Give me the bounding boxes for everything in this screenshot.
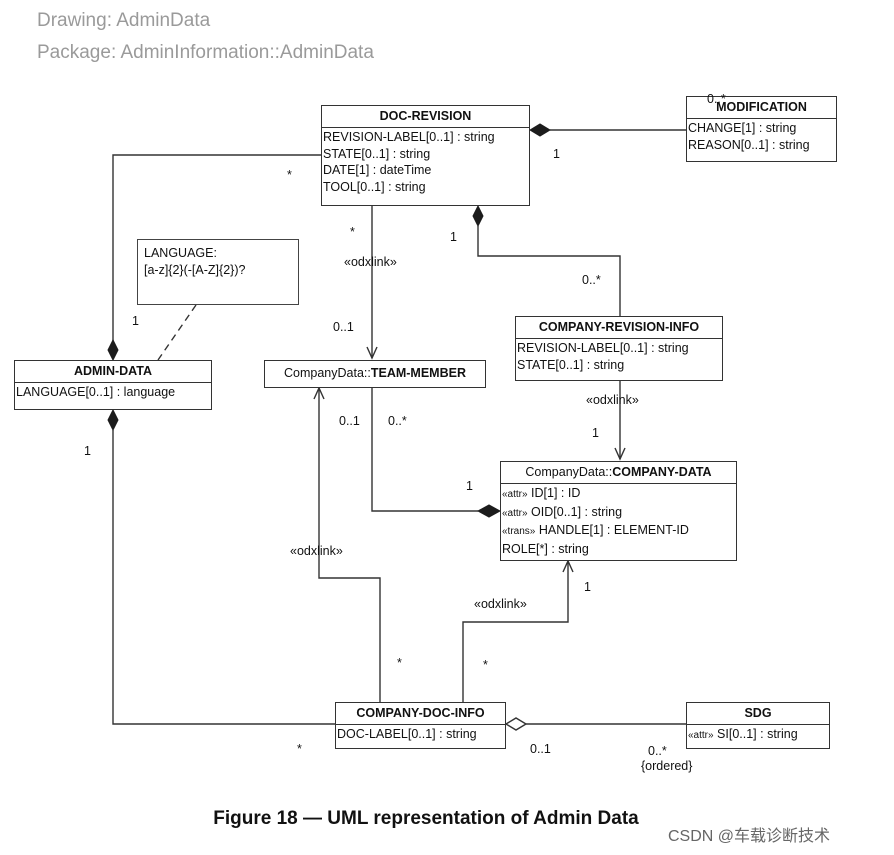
class-sdg: SDG «attr» SI[0..1] : string xyxy=(686,702,830,749)
composition-diamond xyxy=(529,123,551,137)
class-modification: MODIFICATION CHANGE[1] : string REASON[0… xyxy=(686,96,837,162)
multiplicity-label: 1 xyxy=(132,314,139,328)
multiplicity-label: * xyxy=(483,658,488,672)
class-doc-revision: DOC-REVISION REVISION-LABEL[0..1] : stri… xyxy=(321,105,530,206)
attribute: «attr» ID[1] : ID xyxy=(502,486,581,500)
composition-diamond xyxy=(472,204,484,228)
composition-diamond xyxy=(476,504,502,518)
attribute: «attr» SI[0..1] : string xyxy=(688,727,798,741)
class-name: CompanyData::COMPANY-DATA xyxy=(501,462,736,484)
stereotype-label: «odxlink» xyxy=(344,255,397,269)
watermark: CSDN @车载诊断技术 xyxy=(668,828,831,845)
note-line: LANGUAGE: xyxy=(144,246,217,260)
class-name: CompanyData::TEAM-MEMBER xyxy=(284,366,466,380)
attribute: DOC-LABEL[0..1] : string xyxy=(337,727,477,741)
multiplicity-label: 0..1 xyxy=(339,414,360,428)
docrev-crinfo-link xyxy=(477,226,621,316)
drawing-name: Drawing: AdminData xyxy=(37,10,211,31)
class-company-data: CompanyData::COMPANY-DATA «attr» ID[1] :… xyxy=(500,461,737,561)
cdi-companydata-link xyxy=(462,559,574,702)
multiplicity-label: 1 xyxy=(553,147,560,161)
multiplicity-label: 1 xyxy=(466,479,473,493)
class-name: COMPANY-DOC-INFO xyxy=(336,703,505,725)
class-admin-data: ADMIN-DATA LANGUAGE[0..1] : language xyxy=(14,360,212,410)
composition-diamond xyxy=(107,338,119,362)
multiplicity-label: * xyxy=(297,742,302,756)
class-name: MODIFICATION xyxy=(687,97,836,119)
attribute: DATE[1] : dateTime xyxy=(323,163,432,177)
admin-docrev-link xyxy=(112,154,322,348)
stereotype-label: «odxlink» xyxy=(290,544,343,558)
multiplicity-label: 0..* xyxy=(388,414,407,428)
multiplicity-label: 1 xyxy=(592,426,599,440)
class-team-member: CompanyData::TEAM-MEMBER xyxy=(264,360,486,388)
note-line: [a-z]{2}(-[A-Z]{2})? xyxy=(144,263,246,277)
multiplicity-label: 0..* xyxy=(707,92,726,106)
admin-cdi-link xyxy=(112,430,335,725)
attribute: «trans» HANDLE[1] : ELEMENT-ID xyxy=(502,523,689,537)
multiplicity-label: 1 xyxy=(584,580,591,594)
class-name: ADMIN-DATA xyxy=(15,361,211,383)
attribute: «attr» OID[0..1] : string xyxy=(502,504,623,519)
multiplicity-label: 0..1 xyxy=(333,320,354,334)
multiplicity-label: * xyxy=(350,225,355,239)
multiplicity-label: 0..* xyxy=(582,273,601,287)
stereotype-label: «odxlink» xyxy=(586,393,639,407)
attribute: TOOL[0..1] : string xyxy=(323,179,426,194)
figure-caption: Figure 18 — UML representation of Admin … xyxy=(213,808,639,829)
attribute: REVISION-LABEL[0..1] : string xyxy=(517,341,689,355)
package-name: Package: AdminInformation::AdminData xyxy=(37,42,374,63)
attribute: REVISION-LABEL[0..1] : string xyxy=(323,130,495,144)
multiplicity-label: * xyxy=(287,168,292,182)
attribute: LANGUAGE[0..1] : language xyxy=(16,385,176,399)
note-anchor-line xyxy=(157,304,197,361)
class-company-revision-info: COMPANY-REVISION-INFO REVISION-LABEL[0..… xyxy=(515,316,723,381)
cdi-teammember-link xyxy=(313,386,381,702)
attribute: REASON[0..1] : string xyxy=(688,137,810,152)
teammember-companydata-link xyxy=(371,388,478,512)
multiplicity-label: 0..1 xyxy=(530,742,551,756)
class-name: SDG xyxy=(687,703,829,725)
attribute: CHANGE[1] : string xyxy=(688,121,797,135)
class-company-doc-info: COMPANY-DOC-INFO DOC-LABEL[0..1] : strin… xyxy=(335,702,506,749)
multiplicity-label: 1 xyxy=(84,444,91,458)
language-note: LANGUAGE: [a-z]{2}(-[A-Z]{2})? xyxy=(137,239,299,305)
attribute: STATE[0..1] : string xyxy=(517,357,625,372)
aggregation-diamond xyxy=(504,717,528,731)
attribute: STATE[0..1] : string xyxy=(323,146,431,161)
multiplicity-label: * xyxy=(397,656,402,670)
constraint-label: {ordered} xyxy=(641,759,693,773)
class-name: COMPANY-REVISION-INFO xyxy=(516,317,722,339)
attribute: ROLE[*] : string xyxy=(502,541,589,556)
stereotype-label: «odxlink» xyxy=(474,597,527,611)
multiplicity-label: 1 xyxy=(450,230,457,244)
composition-diamond xyxy=(107,408,119,432)
class-name: DOC-REVISION xyxy=(322,106,529,128)
multiplicity-label: 0..* xyxy=(648,744,667,758)
